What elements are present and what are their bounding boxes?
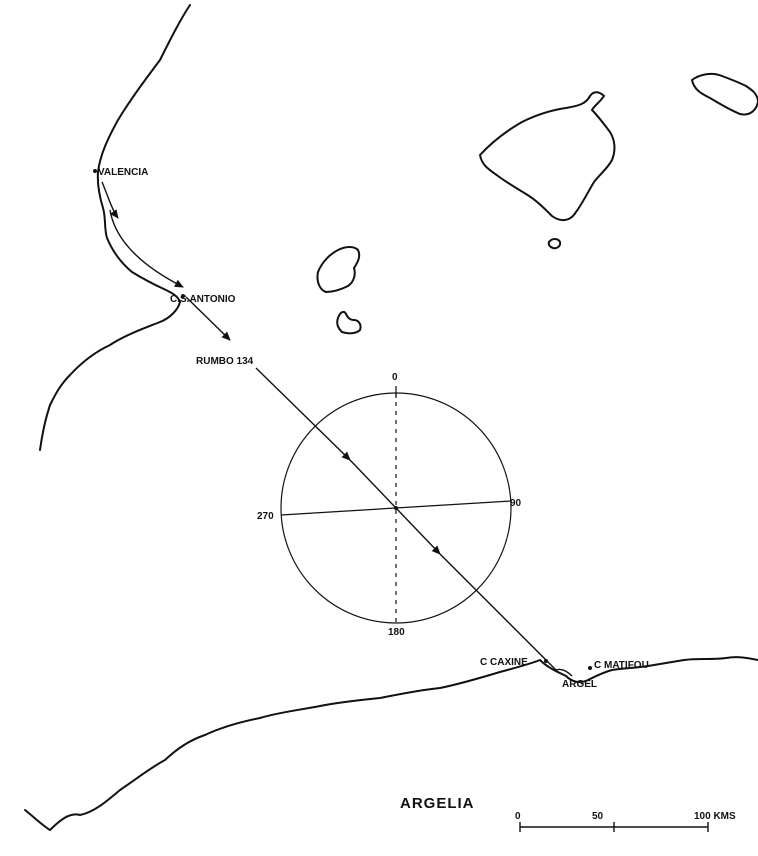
- compass-label-west: 270: [257, 511, 274, 522]
- scale-label-50: 50: [592, 811, 604, 822]
- valencia-dot: [93, 169, 97, 173]
- caxine-dot: [544, 659, 548, 663]
- label-valencia: VALENCIA: [98, 167, 148, 178]
- route-antonio-heading: [185, 296, 231, 341]
- route-main-leg: [255, 367, 351, 461]
- compass-label-north: 0: [392, 372, 398, 383]
- route-final-leg: [439, 553, 557, 671]
- route-coast-inner: [101, 181, 119, 219]
- island-formentera: [336, 310, 362, 335]
- route-valencia-to-antonio: [109, 209, 184, 288]
- route-argel-hook: [555, 668, 573, 677]
- label-argel: ARGEL: [562, 679, 597, 690]
- scale-label-0: 0: [515, 811, 521, 822]
- compass-label-south: 180: [388, 627, 405, 638]
- spain-coastline: [39, 4, 191, 451]
- antonio-dot: [181, 294, 185, 298]
- label-cabo-san-antonio: C.S.ANTONIO: [170, 294, 236, 305]
- compass-center-dot: [394, 506, 398, 510]
- island-menorca: [691, 72, 758, 116]
- compass-label-east: 90: [510, 498, 522, 509]
- island-cabrera: [547, 238, 562, 250]
- scale-label-100: 100 KMS: [694, 811, 736, 822]
- island-ibiza: [316, 246, 361, 293]
- label-cabo-matifou: C MATIFOU: [594, 660, 649, 671]
- africa-coastline: [24, 656, 758, 831]
- island-mallorca: [479, 91, 616, 222]
- label-cabo-caxine: C CAXINE: [480, 657, 528, 668]
- label-argelia: ARGELIA: [400, 795, 475, 812]
- label-rumbo: RUMBO 134: [196, 356, 254, 367]
- matifou-dot: [588, 666, 592, 670]
